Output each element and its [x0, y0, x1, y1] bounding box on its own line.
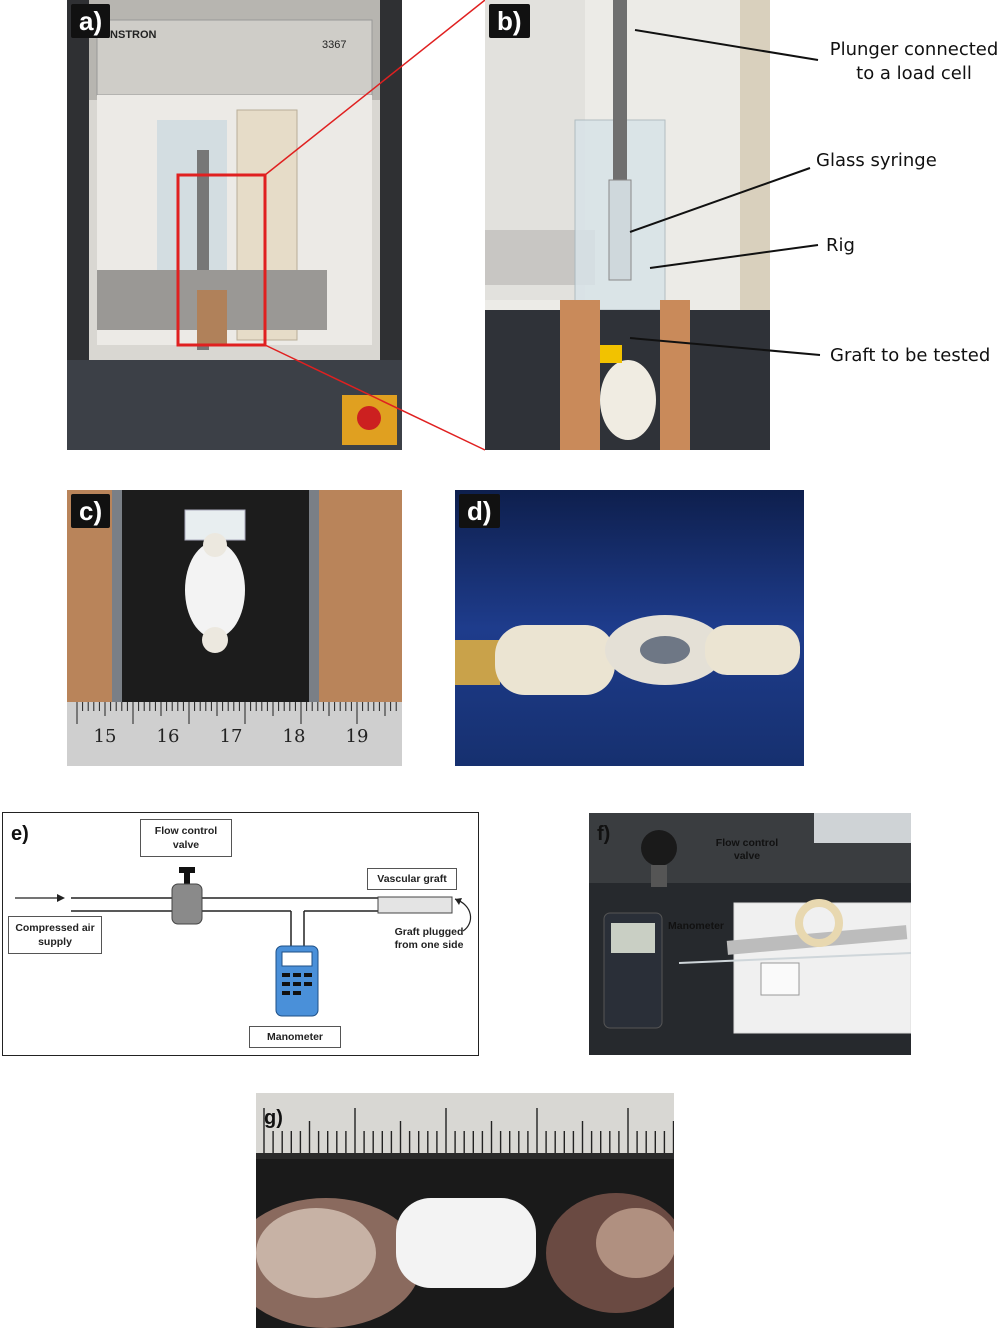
panel-a-label: a) — [71, 4, 111, 38]
manometer-setup-image — [589, 813, 911, 1055]
label-graft-tested: Graft to be tested — [830, 345, 991, 366]
zoom-line-top — [264, 0, 486, 176]
instron-model-text: 3367 — [322, 39, 346, 51]
annotation-leader-lines — [629, 29, 821, 356]
braided-graft-image — [455, 490, 804, 766]
panel-g-photo: g) — [256, 1093, 674, 1328]
air-pressure-schematic — [15, 867, 472, 1017]
leader-syringe — [629, 167, 811, 233]
graft-plugged-label: Graft plugged from one side — [394, 926, 464, 951]
panel-d-photo: d) — [455, 490, 804, 766]
vascular-graft-box: Vascular graft — [367, 868, 457, 890]
panel-f-photo: f) Flow control valve Manometer — [589, 813, 911, 1055]
compressed-air-supply-box: Compressed air supply — [8, 916, 102, 954]
panel-c-photo: 151617181920 c) — [67, 490, 402, 766]
panel-b-photo: b) — [485, 0, 770, 450]
ruler: 151617181920 — [76, 702, 397, 747]
f-flow-control-label: Flow control valve — [715, 837, 779, 862]
panel-a-photo: INSTRON 3367 a) — [67, 0, 402, 450]
flow-control-valve-box: Flow control valve — [140, 819, 232, 857]
valve-body — [171, 883, 203, 925]
leader-rig — [649, 244, 819, 269]
valve-handle — [179, 867, 195, 873]
leader-graft — [629, 337, 821, 356]
label-rig: Rig — [826, 235, 855, 256]
ruler-tick-label: 19 — [346, 726, 369, 747]
zoom-line-bottom — [264, 344, 486, 451]
label-glass-syringe: Glass syringe — [816, 150, 937, 171]
instron-machine-image: INSTRON 3367 — [67, 0, 402, 450]
ruler-tick-label: 18 — [283, 726, 306, 747]
plug-arrowhead — [455, 898, 462, 905]
panel-b-label: b) — [489, 4, 530, 38]
zoom-connector-lines — [176, 0, 486, 451]
graft-closeup-image — [256, 1093, 674, 1328]
panel-g-label: g) — [264, 1107, 283, 1129]
ruler-tick-label: 17 — [220, 726, 243, 747]
leader-plunger — [634, 29, 819, 61]
rig-closeup-image — [485, 0, 770, 450]
ruler-tick-label: 15 — [94, 726, 117, 747]
vascular-graft-shape — [377, 896, 453, 914]
f-manometer-label: Manometer — [667, 920, 724, 932]
panel-d-label: d) — [459, 494, 500, 528]
valve-stem — [184, 873, 190, 885]
ruler-tick-label: 16 — [157, 726, 180, 747]
manometer-display — [281, 951, 313, 967]
instron-brand-text: INSTRON — [107, 29, 157, 41]
label-plunger: Plunger connected to a load cell — [829, 39, 999, 84]
panel-f-label: f) — [597, 823, 611, 845]
inlet-arrowhead — [57, 894, 65, 902]
panel-c-label: c) — [71, 494, 111, 528]
balloon-graft-image — [67, 490, 402, 766]
panel-e-label: e) — [11, 823, 29, 845]
manometer-box: Manometer — [249, 1026, 341, 1048]
zoom-highlight-box — [176, 173, 267, 347]
panel-e-diagram: e) Flow control valve Vascular graft Com… — [2, 812, 479, 1056]
